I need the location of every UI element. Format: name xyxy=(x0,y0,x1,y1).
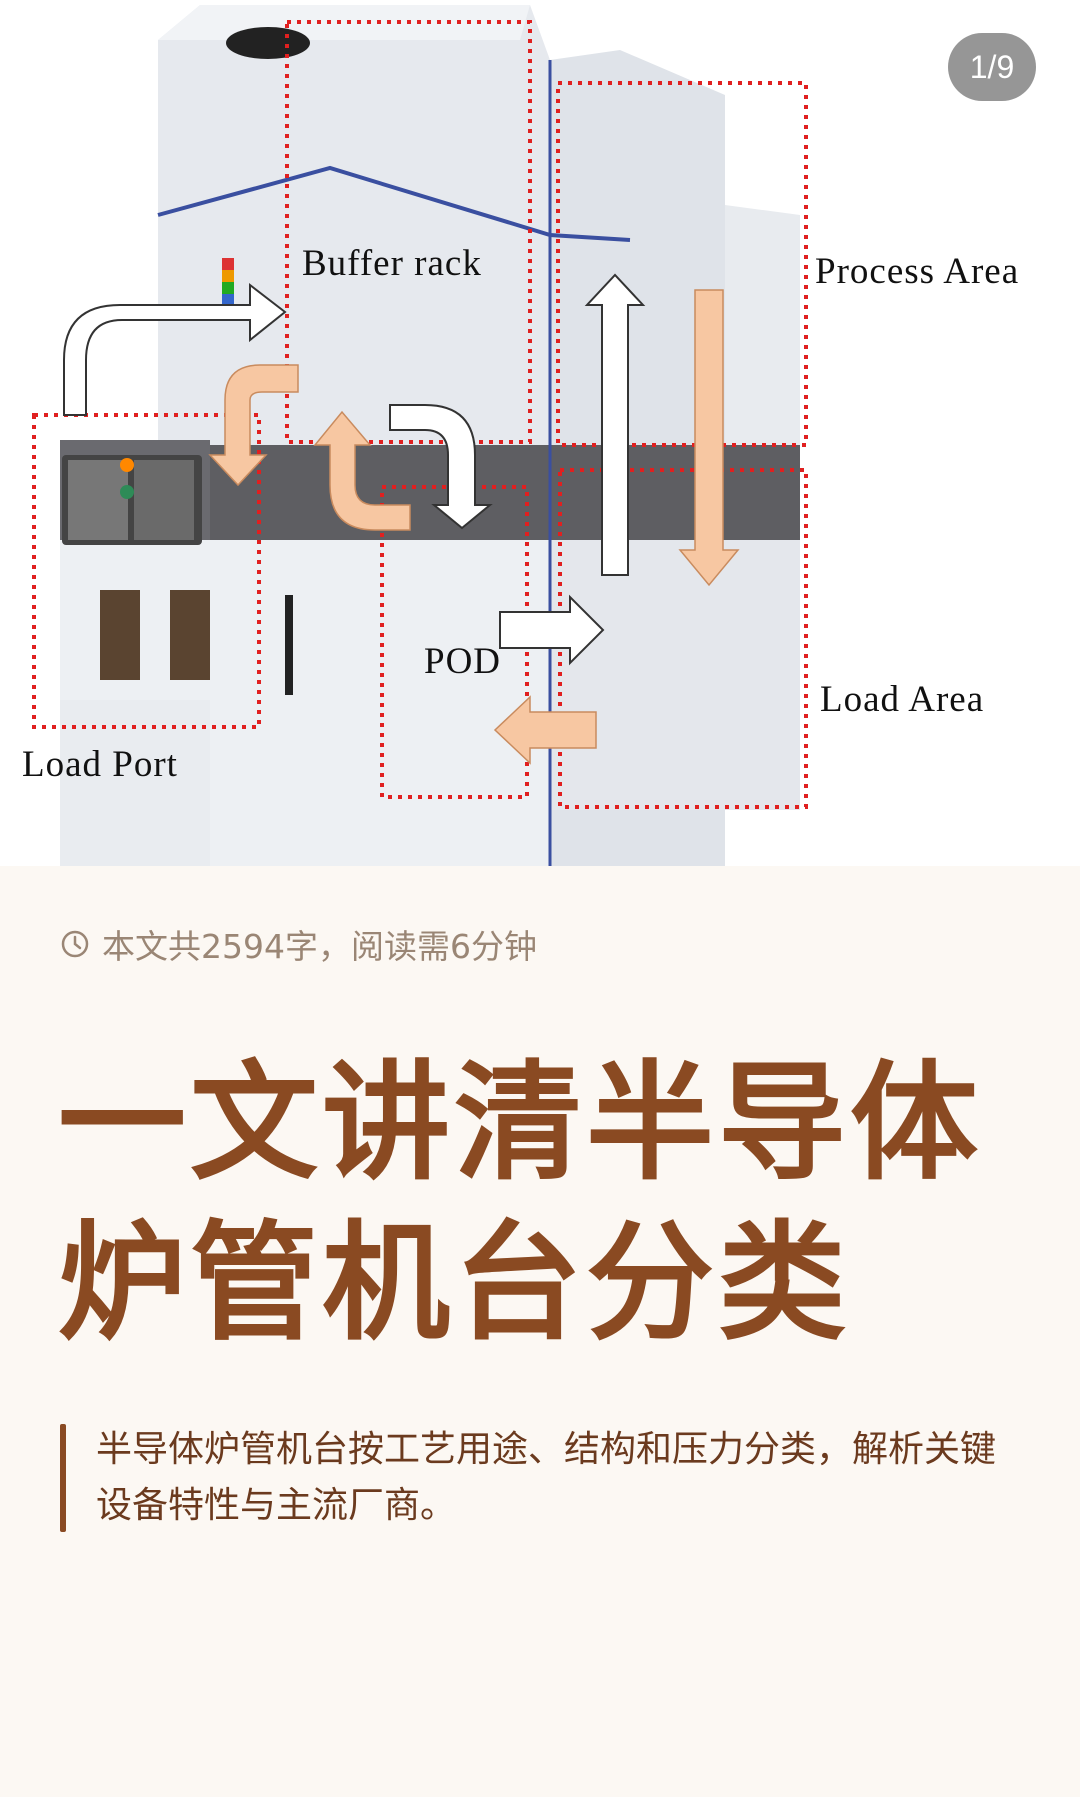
label-load-area: Load Area xyxy=(820,679,985,720)
label-process-area: Process Area xyxy=(815,251,1020,292)
image-counter: 1/9 xyxy=(948,33,1036,101)
hero-image[interactable]: Buffer rack Process Area POD Load Area L… xyxy=(0,0,1080,866)
article-header: 本文共2594字，阅读需6分钟 一文讲清半导体炉管机台分类 半导体炉管机台按工艺… xyxy=(0,866,1080,1797)
label-buffer-rack: Buffer rack xyxy=(302,243,482,284)
read-info: 本文共2594字，阅读需6分钟 xyxy=(60,922,537,966)
summary-accent-bar xyxy=(60,1424,66,1532)
label-load-port: Load Port xyxy=(22,744,178,785)
read-info-text: 本文共2594字，阅读需6分钟 xyxy=(102,927,537,966)
summary-text: 半导体炉管机台按工艺用途、结构和压力分类，解析关键设备特性与主流厂商。 xyxy=(96,1429,997,1526)
article-title: 一文讲清半导体炉管机台分类 xyxy=(58,1049,983,1358)
article-summary: 半导体炉管机台按工艺用途、结构和压力分类，解析关键设备特性与主流厂商。 xyxy=(60,1422,1020,1534)
label-pod: POD xyxy=(424,641,502,682)
clock-icon xyxy=(61,930,89,958)
furnace-equipment-illustration xyxy=(0,0,1080,866)
